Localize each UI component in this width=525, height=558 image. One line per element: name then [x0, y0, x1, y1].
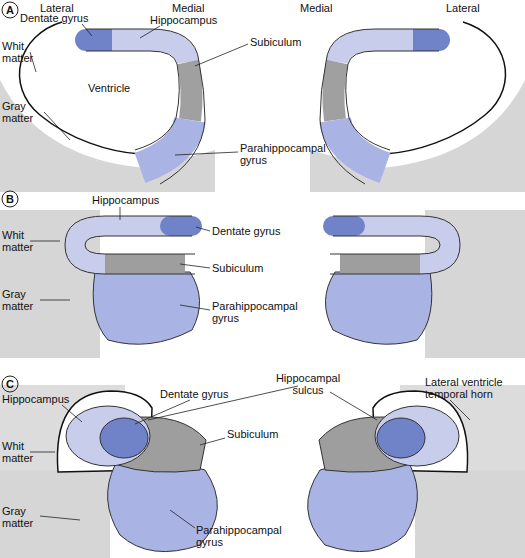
part-label: Hippocampal sulcus [268, 372, 348, 396]
part-label: Hippocampus [150, 14, 230, 26]
part-label: Ventricle [88, 82, 158, 94]
part-label: Gray matter [2, 100, 42, 124]
part-label: Parahippocampal gyrus [196, 524, 286, 548]
part-label: Dentate gyrus [160, 388, 250, 400]
side-label: Lateral [446, 2, 506, 14]
part-label: Whit matter [2, 440, 32, 464]
part-label: Whit matter [2, 40, 32, 64]
part-label: Parahippocampal gyrus [212, 300, 302, 324]
panel-letter: B [2, 193, 18, 205]
part-label: Dentate gyrus [20, 12, 110, 24]
side-label: Medial [172, 2, 232, 14]
part-label: Hippocampus [2, 393, 82, 405]
part-label: Dentate gyrus [212, 225, 302, 237]
part-label: Whit matter [2, 229, 32, 253]
panel-letter: C [2, 378, 18, 390]
side-label: Medial [300, 2, 360, 14]
part-label: Parahippocampal gyrus [240, 142, 320, 166]
part-label: Gray matter [2, 505, 42, 529]
panel-letter: A [2, 4, 18, 16]
part-label: Gray matter [2, 288, 42, 312]
part-label: Subiculum [250, 36, 320, 48]
part-label: Hippocampus [92, 194, 172, 206]
part-label: Subiculum [212, 262, 282, 274]
part-label: Subiculum [227, 428, 297, 440]
part-label: Lateral ventricle temporal horn [425, 376, 525, 400]
